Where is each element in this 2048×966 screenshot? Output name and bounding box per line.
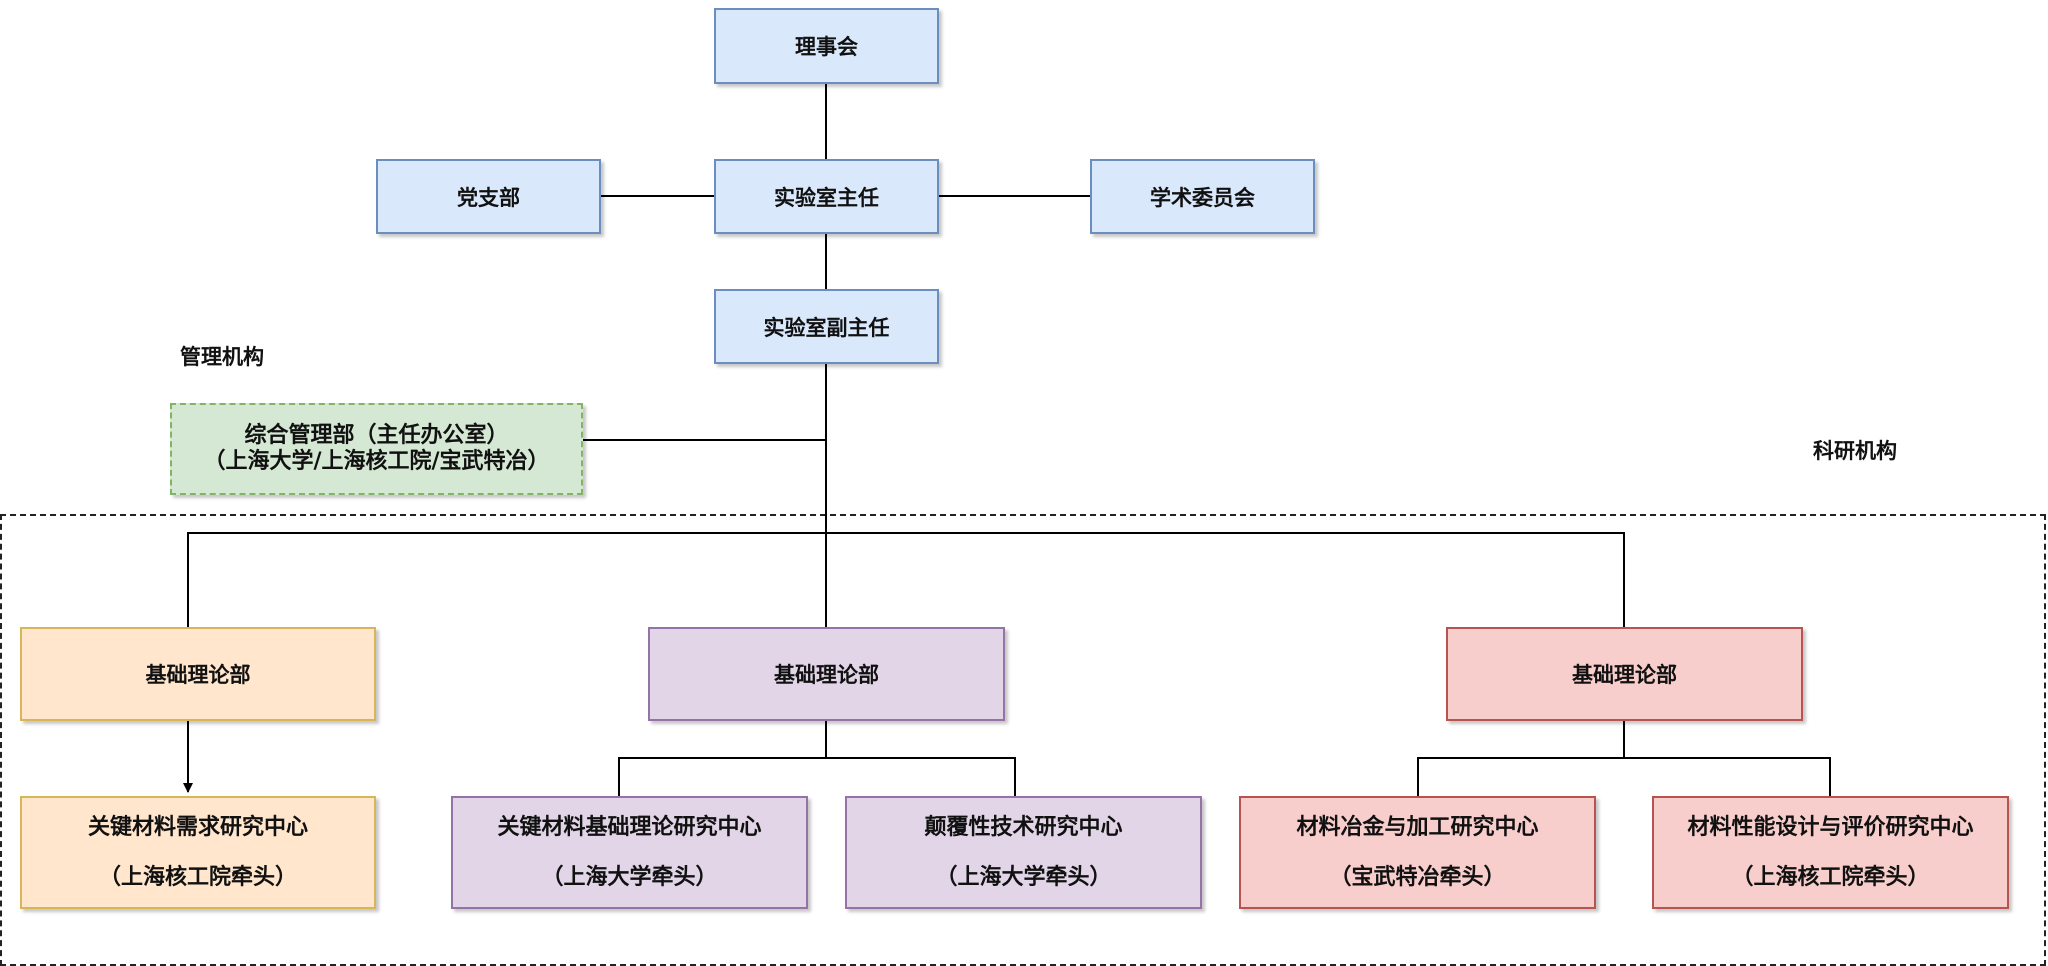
department-box-middle: 基础理论部 <box>648 627 1005 721</box>
research-center-box: 材料冶金与加工研究中心 （宝武特冶牵头） <box>1239 796 1596 909</box>
research-center-name: 材料冶金与加工研究中心 <box>1296 814 1539 840</box>
research-center-box: 关键材料基础理论研究中心 （上海大学牵头） <box>451 796 808 909</box>
connector-trunk-dept-left <box>187 532 826 627</box>
party-branch-label: 党支部 <box>457 185 520 210</box>
management-section-label: 管理机构 <box>180 345 264 369</box>
connector-trunk-dept-right <box>826 532 1625 627</box>
deputy-director-box: 实验室副主任 <box>714 289 939 364</box>
director-box: 实验室主任 <box>714 159 939 234</box>
research-center-lead: （上海核工院牵头） <box>1731 864 1930 890</box>
general-management-office-box: 综合管理部（主任办公室） （上海大学/上海核工院/宝武特冶） <box>170 403 583 495</box>
research-center-lead: （宝武特冶牵头） <box>1329 864 1506 890</box>
department-label: 基础理论部 <box>774 663 879 687</box>
research-center-box: 颠覆性技术研究中心 （上海大学牵头） <box>845 796 1202 909</box>
research-center-box: 材料性能设计与评价研究中心 （上海核工院牵头） <box>1652 796 2009 909</box>
research-region-boundary <box>0 514 2046 966</box>
academic-committee-box: 学术委员会 <box>1090 159 1315 234</box>
research-section-label: 科研机构 <box>1813 439 1897 463</box>
council-box: 理事会 <box>714 8 939 84</box>
research-center-lead: （上海大学牵头） <box>541 864 718 890</box>
research-center-lead: （上海核工院牵头） <box>98 864 297 890</box>
department-box-left: 基础理论部 <box>20 627 376 721</box>
office-members: （上海大学/上海核工院/宝武特冶） <box>203 449 550 474</box>
department-label: 基础理论部 <box>145 663 251 687</box>
department-box-right: 基础理论部 <box>1446 627 1803 721</box>
research-center-name: 材料性能设计与评价研究中心 <box>1687 814 1974 840</box>
research-center-name: 关键材料需求研究中心 <box>87 814 308 840</box>
connector-dept-middle-centers <box>618 757 1016 796</box>
connector-dept-right-centers <box>1417 757 1831 796</box>
research-center-name: 关键材料基础理论研究中心 <box>497 814 762 840</box>
research-center-lead: （上海大学牵头） <box>935 864 1112 890</box>
office-name: 综合管理部（主任办公室） <box>244 423 509 448</box>
department-label: 基础理论部 <box>1572 663 1677 687</box>
research-center-box: 关键材料需求研究中心 （上海核工院牵头） <box>20 796 376 909</box>
deputy-director-label: 实验室副主任 <box>763 315 890 340</box>
academic-committee-label: 学术委员会 <box>1150 185 1255 210</box>
council-label: 理事会 <box>795 35 858 59</box>
director-label: 实验室主任 <box>774 185 879 210</box>
party-branch-box: 党支部 <box>376 159 601 234</box>
research-center-name: 颠覆性技术研究中心 <box>924 814 1123 840</box>
